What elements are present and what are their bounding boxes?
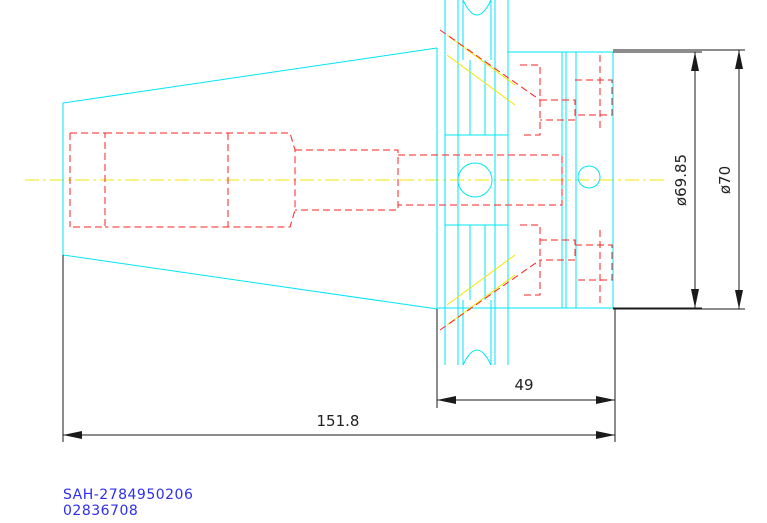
dimension-flange-length-label: 49: [514, 376, 533, 394]
dimension-overall-length-label: 151.8: [317, 412, 360, 430]
dimension-flange-length: [436, 309, 615, 408]
part-code-primary: SAH-2784950206: [63, 487, 194, 503]
dimension-diameter-outer: [613, 49, 745, 310]
part-code-secondary: 02836708: [63, 503, 139, 519]
dimension-overall-length: [62, 255, 616, 442]
hidden-bore-lines: [69, 29, 613, 331]
dimension-diameter-inner: [613, 51, 702, 309]
dimension-diameter-inner-label: ø69.85: [672, 154, 690, 206]
dimension-diameter-outer-label: ø70: [716, 166, 734, 194]
flange-outline: [436, 0, 509, 366]
part-code-block: SAH-2784950206 02836708: [63, 487, 193, 519]
taper-shank-outline: [62, 47, 438, 310]
